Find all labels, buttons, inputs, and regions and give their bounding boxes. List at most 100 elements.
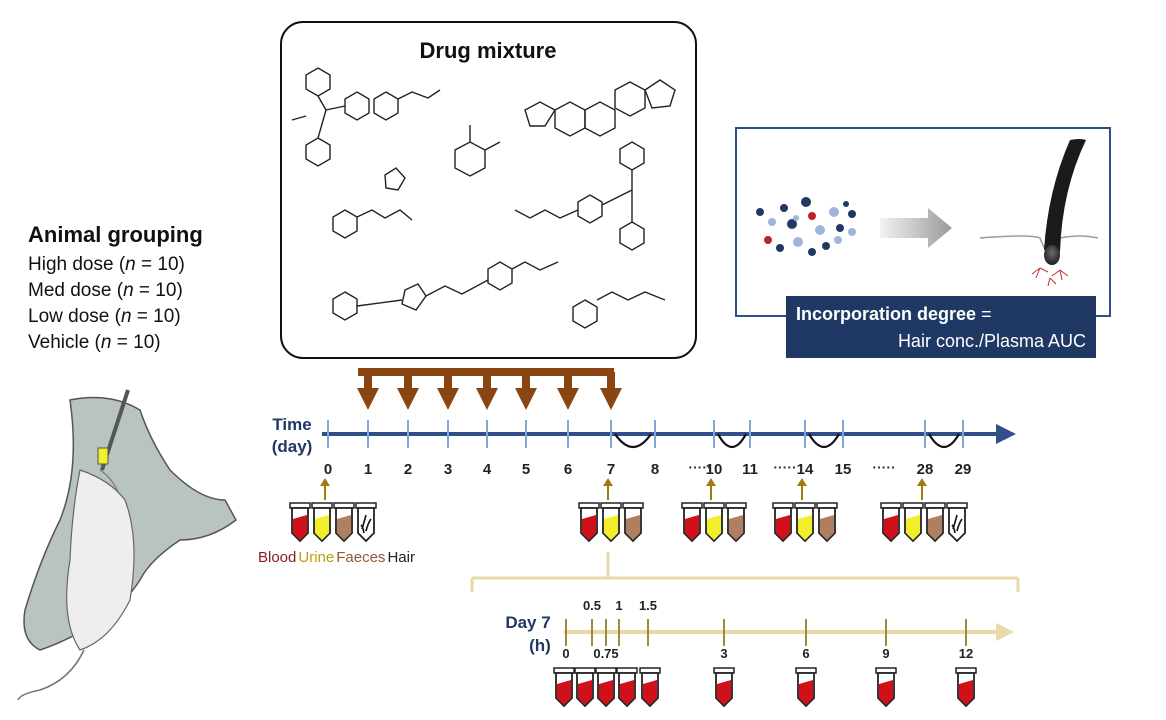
group-label: High dose [28, 254, 114, 275]
animal-grouping: Animal grouping High dose (n = 10) Med d… [28, 222, 203, 356]
day-tick-label: 10 [706, 461, 723, 478]
day-gap-arcs [614, 433, 960, 449]
day-tick-label: 1 [364, 461, 372, 478]
day-tick-label: 5 [522, 461, 530, 478]
dose-arrow-head [357, 388, 379, 410]
structure-terbutaline [332, 209, 413, 239]
sampling-arrow-head [797, 478, 807, 486]
drug-mixture-box [280, 21, 697, 359]
sampling-arrow-head [320, 478, 330, 486]
group-count: = 10 [133, 280, 177, 301]
animal-grouping-title: Animal grouping [28, 222, 203, 247]
day-tick-label: 3 [444, 461, 452, 478]
faeces-tube-icon [622, 502, 644, 543]
hour-tick-label-bottom: 12 [959, 646, 973, 661]
hour-tick-label-bottom: 3 [720, 646, 727, 661]
day-axis-arrowhead [996, 424, 1016, 444]
gap-arc [808, 433, 840, 449]
hour-tick-label-top: 1.5 [639, 598, 657, 613]
day-tick-label: 7 [607, 461, 615, 478]
incorporation-arrow-icon [880, 208, 952, 248]
dose-arrow-shaft [483, 372, 491, 392]
blood-tube-icon [713, 667, 735, 708]
hour-tick-label-top: 1 [615, 598, 622, 613]
molecule-cluster-icon [756, 197, 856, 256]
faeces-tube-icon [816, 502, 838, 543]
dose-arrow-shaft [404, 372, 412, 392]
legend-urine: Urine [298, 549, 334, 566]
blood-tube-icon [639, 667, 661, 708]
dose-arrow-head [600, 388, 622, 410]
incorporation-label-box [786, 296, 1096, 358]
day-tick-label: 11 [742, 461, 758, 478]
mouse-injection-illustration [17, 389, 237, 701]
dose-arrows [357, 372, 622, 410]
group-count: = 10 [111, 332, 155, 353]
sample-tube-groups [289, 502, 968, 543]
dose-arrow-shaft [444, 372, 452, 392]
gap-arc [928, 433, 960, 449]
group-n: n [100, 332, 112, 353]
structure-gw501516 [332, 261, 559, 321]
urine-tube-icon [600, 502, 622, 543]
day-tick-label: 0 [324, 461, 332, 478]
dose-arrow-shaft [607, 372, 615, 392]
hour-tick-label-bottom: 0 [562, 646, 569, 661]
hour-tick-label-bottom: 9 [882, 646, 889, 661]
group-med: Med dose (n = 10) [28, 280, 183, 301]
blood-tube-icon [875, 667, 897, 708]
drug-mixture-title: Drug mixture [420, 38, 557, 63]
faeces-tube-icon [725, 502, 747, 543]
dose-arrow-head [476, 388, 498, 410]
day7-axis-label-line1: Day 7 [505, 613, 550, 632]
day-tick-label: 15 [835, 461, 852, 478]
hour-axis-arrowhead [996, 623, 1014, 641]
sampling-arrow-head [706, 478, 716, 486]
dose-arrow-head [437, 388, 459, 410]
faeces-tube-icon [333, 502, 355, 543]
blood-tube-icon [772, 502, 794, 543]
day-tick-label: 2 [404, 461, 412, 478]
urine-tube-icon [311, 502, 333, 543]
day7-axis-label-line2: (h) [529, 636, 551, 655]
group-label: Low dose [28, 306, 110, 327]
day-tick-label: 8 [651, 461, 659, 478]
group-vehicle: Vehicle (n = 10) [28, 332, 161, 353]
hour-tick-label-bottom: 0.75 [593, 646, 618, 661]
group-count: = 10 [131, 306, 175, 327]
ellipsis-11-14: ····· [773, 459, 796, 475]
hair-tube-icon [946, 502, 968, 543]
group-n: n [125, 254, 136, 275]
incorporation-formula: Hair conc./Plasma AUC [898, 331, 1086, 351]
day-tick-label: 28 [917, 461, 934, 478]
group-label: Vehicle [28, 332, 90, 353]
day-tick-label: 14 [797, 461, 814, 478]
blood-tube-icon [616, 667, 638, 708]
dose-arrow-shaft [522, 372, 530, 392]
legend-hair: Hair [387, 549, 415, 566]
drug-mixture-panel: Drug mixture [280, 21, 697, 359]
blood-tube-icon [955, 667, 977, 708]
blood-tube-icon [681, 502, 703, 543]
group-count: = 10 [135, 254, 179, 275]
urine-tube-icon [703, 502, 725, 543]
group-n: n [123, 280, 134, 301]
urine-tube-icon [794, 502, 816, 543]
group-n: n [120, 306, 132, 327]
sampling-arrow-head [603, 478, 613, 486]
incorporation-panel: Incorporation degree = Hair conc./Plasma… [735, 127, 1111, 358]
structure-clomiphene [514, 141, 645, 251]
blood-tube-icon [553, 667, 575, 708]
day-tick-label: 6 [564, 461, 572, 478]
structure-tamoxifen [291, 67, 441, 167]
hair-follicle-icon [979, 139, 1099, 287]
legend-blood: Blood [258, 549, 296, 566]
gap-arc [614, 433, 652, 449]
blood-tube-icon [574, 667, 596, 708]
hour-tick-label-top: 0.5 [583, 598, 601, 613]
gap-arc [717, 433, 747, 449]
blood-tube-icon [595, 667, 617, 708]
structure-stanozolol [524, 79, 676, 137]
incorporation-degree-label: Incorporation degree = [796, 304, 992, 324]
